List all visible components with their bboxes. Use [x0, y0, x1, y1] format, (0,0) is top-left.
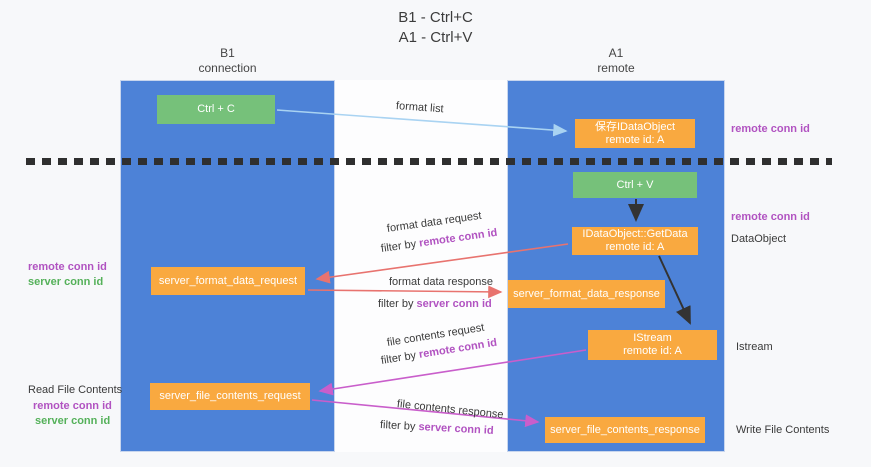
- remote-conn-id-annotation: remote conn id: [731, 211, 810, 223]
- write-file-contents-annotation: Write File Contents: [736, 424, 830, 436]
- save-idataobject-box: 保存IDataObject remote id: A: [575, 119, 695, 148]
- remote-conn-id-annotation: remote conn id: [33, 400, 112, 412]
- server-conn-id-annotation: server conn id: [28, 276, 104, 288]
- read-file-contents-annotation: Read File Contents: [28, 384, 123, 396]
- save-idataobject-line1: 保存IDataObject: [594, 120, 676, 133]
- ctrl-c-box: Ctrl + C: [157, 95, 275, 124]
- lifeline-header-a1: A1 remote: [507, 46, 725, 76]
- getdata-line2: remote id: A: [605, 241, 665, 253]
- server-format-data-response-box: server_format_data_response: [508, 280, 665, 308]
- istream-line1: IStream: [633, 332, 672, 344]
- clipboard-boundary-dashed-line: [26, 158, 832, 165]
- server-file-contents-request-box: server_file_contents_request: [150, 383, 310, 410]
- server-conn-id-annotation: server conn id: [35, 415, 111, 427]
- istream-line2: remote id: A: [623, 345, 682, 357]
- lifeline-b1-role: connection: [198, 61, 257, 75]
- idataobject-getdata-box: IDataObject::GetData remote id: A: [572, 227, 698, 255]
- server-format-data-request-box: server_format_data_request: [151, 267, 305, 295]
- filter-by-text: filter by: [379, 419, 416, 433]
- server-format-data-request-label: server_format_data_request: [158, 274, 298, 287]
- ctrl-v-box: Ctrl + V: [573, 172, 697, 198]
- message-lane-background: [335, 80, 507, 452]
- lifeline-a1-name: A1: [608, 46, 624, 60]
- server-file-contents-response-label: server_file_contents_response: [550, 423, 700, 436]
- istream-annotation: Istream: [736, 341, 773, 353]
- filter-by-text: filter by: [378, 298, 414, 310]
- title-line-1: B1 - Ctrl+C: [398, 9, 473, 26]
- server-format-data-response-label: server_format_data_response: [513, 287, 660, 300]
- ctrl-c-label: Ctrl + C: [197, 103, 235, 115]
- lifeline-header-b1: B1 connection: [120, 46, 335, 76]
- server-conn-id-text: server conn id: [416, 298, 492, 310]
- format-data-response-label: format data response: [389, 276, 493, 288]
- format-data-response-filter-label: filter by server conn id: [378, 298, 492, 310]
- lifeline-a1-role: remote: [597, 61, 635, 75]
- title-line-2: A1 - Ctrl+V: [398, 29, 473, 46]
- diagram-title: B1 - Ctrl+C A1 - Ctrl+V: [0, 8, 871, 48]
- istream-box: IStream remote id: A: [588, 330, 717, 360]
- save-idataobject-line2: remote id: A: [605, 133, 665, 146]
- dataobject-annotation: DataObject: [731, 233, 787, 245]
- lifeline-b1-name: B1: [220, 46, 235, 60]
- server-file-contents-response-box: server_file_contents_response: [545, 417, 705, 443]
- remote-conn-id-annotation: remote conn id: [28, 261, 107, 273]
- remote-conn-id-annotation: remote conn id: [731, 123, 810, 135]
- getdata-line1: IDataObject::GetData: [582, 228, 688, 240]
- server-file-contents-request-label: server_file_contents_request: [159, 390, 301, 402]
- ctrl-v-label: Ctrl + V: [616, 178, 654, 191]
